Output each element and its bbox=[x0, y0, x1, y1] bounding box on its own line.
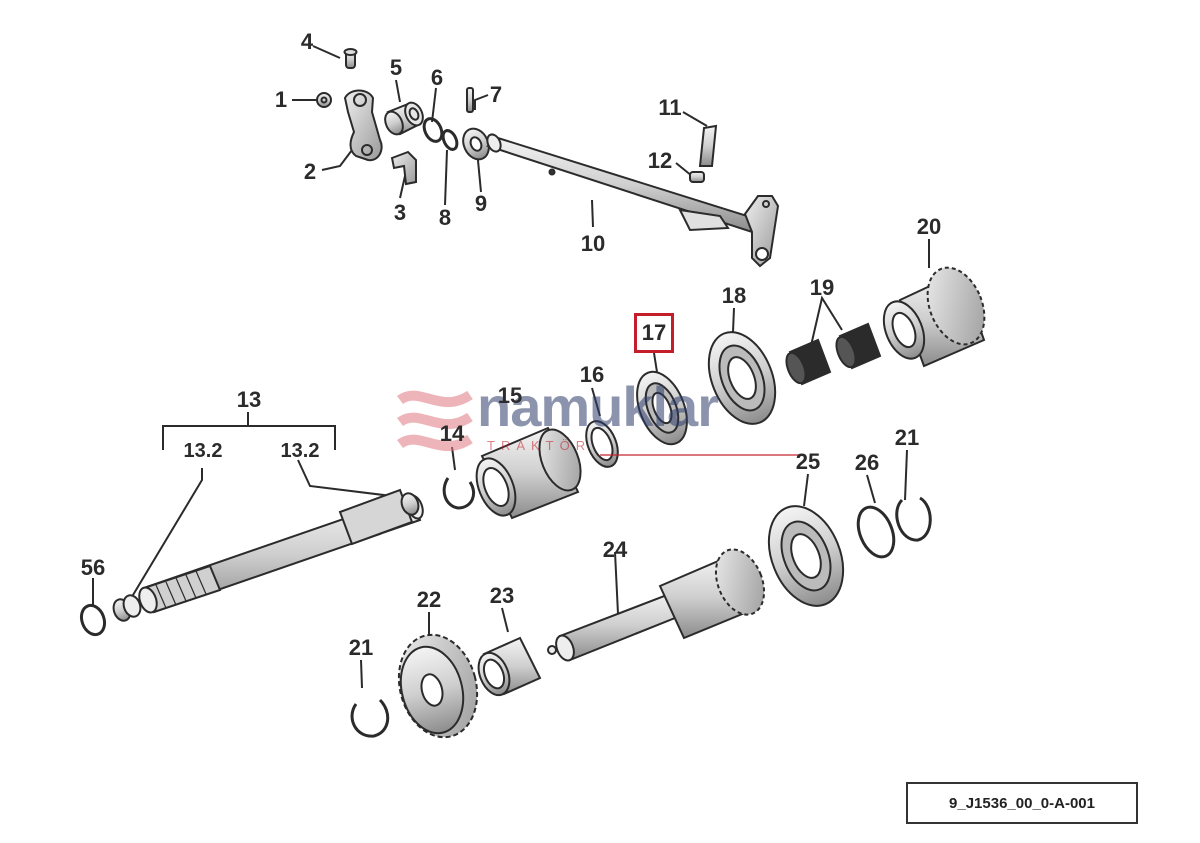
drawing-code: 9_J1536_00_0-A-001 bbox=[906, 782, 1138, 824]
part-11-pin bbox=[698, 124, 718, 167]
part-4-pin bbox=[343, 48, 358, 69]
watermark-brand: namuklar bbox=[477, 375, 719, 438]
part-23-sleeve bbox=[477, 636, 542, 697]
callout-13-2-right: 13.2 bbox=[280, 440, 320, 462]
callout-1: 1 bbox=[274, 87, 288, 112]
part-21-snap-ring-lower bbox=[350, 698, 390, 738]
callout-26: 26 bbox=[854, 450, 880, 475]
leader-lines bbox=[92, 45, 930, 689]
callout-3: 3 bbox=[393, 200, 407, 225]
part-20-gear bbox=[882, 266, 986, 368]
callout-9: 9 bbox=[474, 191, 488, 216]
part-14-snap-ring bbox=[442, 477, 475, 510]
drawing-code-text: 9_J1536_00_0-A-001 bbox=[949, 794, 1095, 812]
watermark: namuklar TRAKTÖR bbox=[395, 375, 815, 470]
part-13-main-shaft bbox=[138, 488, 424, 614]
callout-13: 13 bbox=[236, 387, 262, 412]
part-9-washer bbox=[462, 127, 490, 161]
callout-16: 16 bbox=[579, 362, 605, 387]
part-1-nut bbox=[316, 92, 332, 108]
highlight-box bbox=[634, 313, 674, 353]
part-15-hub bbox=[475, 426, 582, 520]
callout-24: 24 bbox=[602, 537, 628, 562]
callout-25: 25 bbox=[795, 449, 821, 474]
part-24-output-shaft bbox=[547, 548, 766, 662]
watermark-logo-icon bbox=[397, 390, 473, 452]
callout-4: 4 bbox=[300, 29, 314, 54]
part-21-snap-ring-upper bbox=[895, 496, 932, 542]
part-56-ring bbox=[79, 603, 107, 637]
part-19-needle-bearings bbox=[785, 322, 882, 386]
callout-11: 11 bbox=[658, 95, 682, 120]
part-7-pin bbox=[466, 87, 474, 113]
callout-8: 8 bbox=[438, 205, 452, 230]
callout-10: 10 bbox=[580, 231, 606, 256]
callout-21-lower: 21 bbox=[348, 635, 374, 660]
callout-23: 23 bbox=[489, 583, 515, 608]
callout-13-2-left: 13.2 bbox=[183, 440, 223, 462]
callout-15: 15 bbox=[497, 383, 523, 408]
part-8-ring bbox=[441, 129, 459, 151]
callout-20: 20 bbox=[916, 214, 942, 239]
callout-56: 56 bbox=[80, 555, 106, 580]
callout-14: 14 bbox=[439, 421, 465, 446]
part-22-gear bbox=[397, 633, 479, 739]
callout-12: 12 bbox=[647, 148, 673, 173]
part-10-shift-shaft bbox=[485, 133, 780, 268]
callout-7: 7 bbox=[489, 82, 503, 107]
part-17-bearing bbox=[636, 370, 688, 446]
part-18-bearing bbox=[707, 331, 777, 425]
part-3-block bbox=[390, 150, 417, 186]
callout-19: 19 bbox=[809, 275, 835, 300]
callout-18: 18 bbox=[721, 283, 747, 308]
callout-17: 17 bbox=[641, 320, 667, 345]
part-5-bushing bbox=[384, 101, 424, 136]
part-13-2-pilots bbox=[112, 492, 420, 622]
callout-22: 22 bbox=[416, 587, 442, 612]
watermark-sub: TRAKTÖR bbox=[487, 438, 592, 453]
callout-21-upper: 21 bbox=[894, 425, 920, 450]
callout-2: 2 bbox=[303, 159, 317, 184]
part-2-lever bbox=[343, 89, 383, 162]
callout-6: 6 bbox=[430, 65, 444, 90]
part-6-oring bbox=[422, 117, 444, 143]
part-25-bearing bbox=[767, 505, 845, 607]
part-26-ring bbox=[856, 505, 896, 559]
part-12-pin bbox=[689, 171, 705, 183]
callout-5: 5 bbox=[389, 55, 403, 80]
